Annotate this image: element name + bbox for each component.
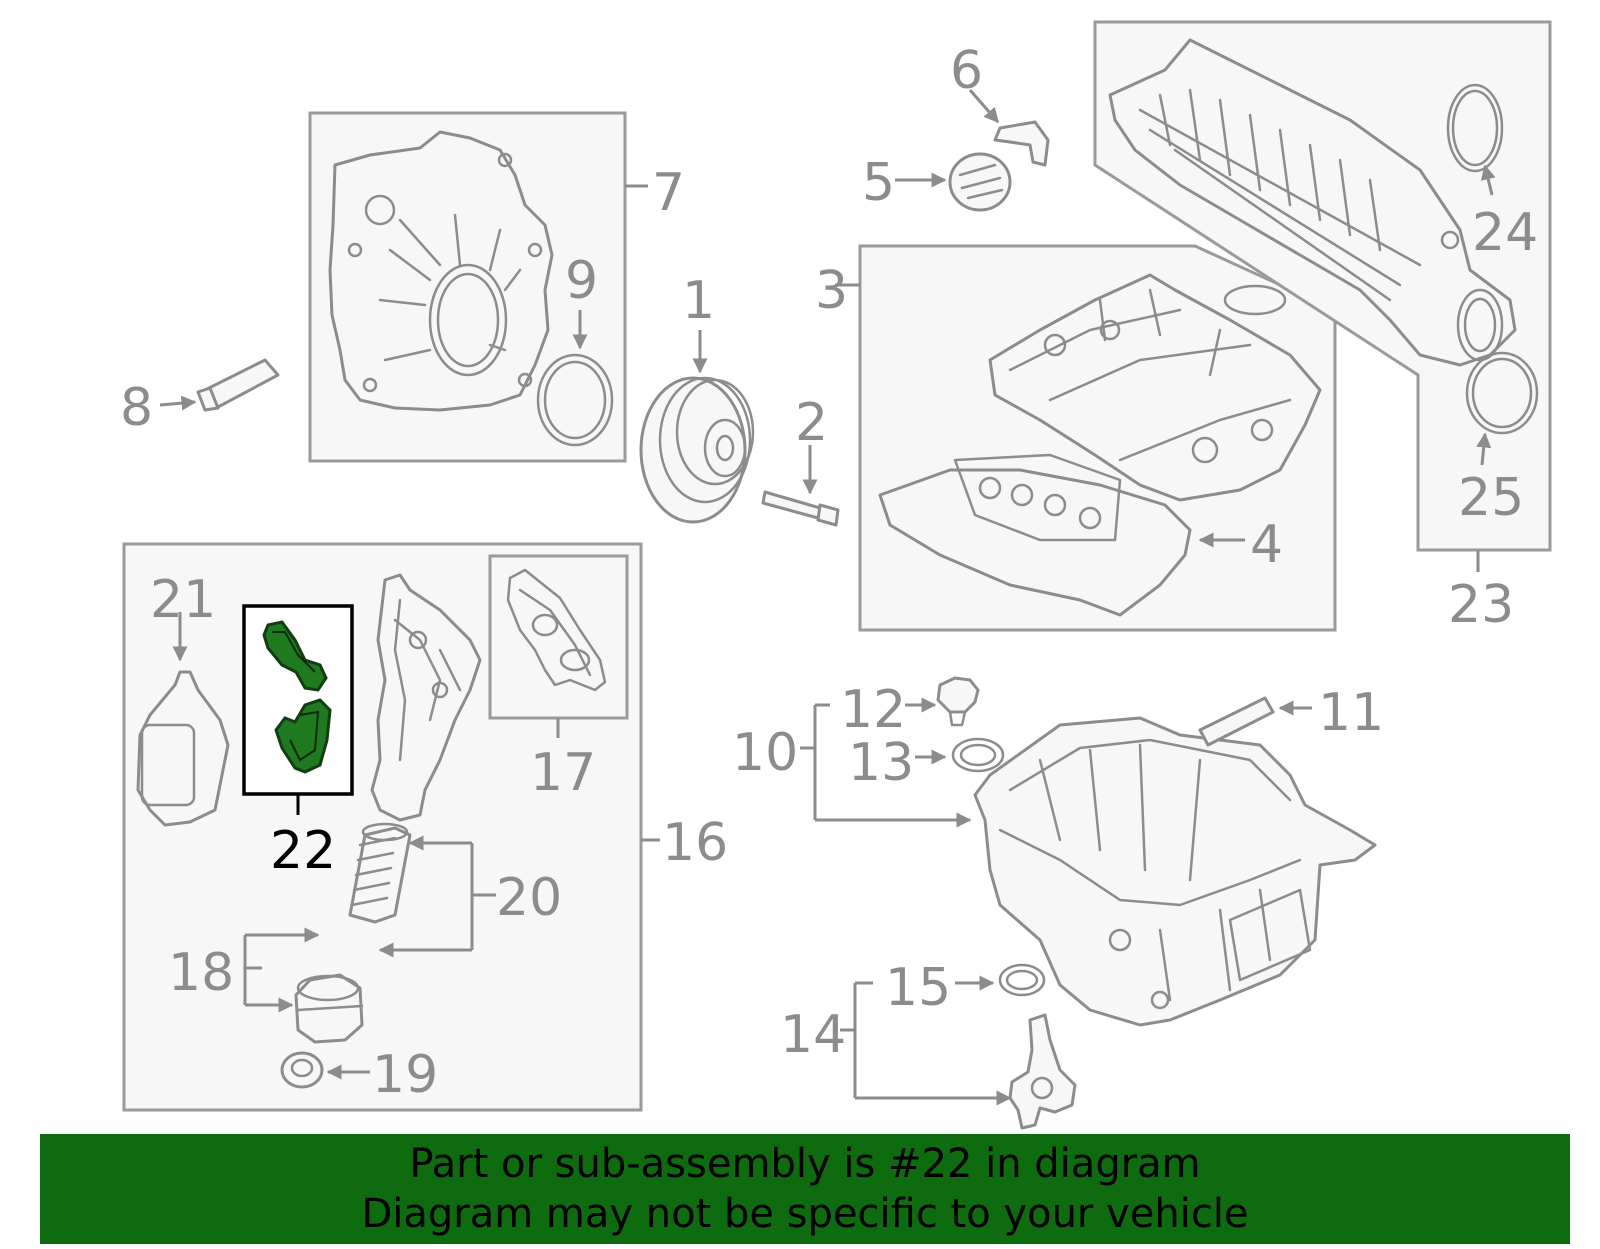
callout-22: 22: [270, 821, 336, 881]
callout-13: 13: [848, 733, 914, 793]
callout-10: 10: [732, 723, 798, 783]
drain-plug-19: [280, 1051, 324, 1089]
washer-13: [951, 737, 1005, 773]
gasket-17-box: [488, 554, 629, 720]
callout-16: 16: [662, 813, 728, 873]
callout-9: 9: [565, 251, 598, 311]
oil-cooler-21: [136, 670, 230, 827]
gasket-4: [878, 468, 1192, 617]
callout-3: 3: [815, 261, 848, 321]
seal-ring-9: [536, 310, 614, 447]
oil-pan-part: [973, 716, 1377, 1027]
sensor-11: [1198, 696, 1275, 747]
valve-cover-group: [835, 244, 1337, 632]
crank-pulley-1: [639, 330, 755, 524]
callout-25: 25: [1458, 468, 1524, 528]
gasket-22-upper: [262, 620, 328, 692]
callout-24: 24: [1472, 203, 1538, 263]
callout-12: 12: [840, 680, 906, 740]
callout-11: 11: [1318, 683, 1384, 743]
callout-5: 5: [862, 153, 895, 213]
callout-15: 15: [885, 958, 951, 1018]
oil-pan-group: [800, 676, 1377, 1130]
intake-manifold-part: [1108, 38, 1517, 367]
info-banner: Part or sub-assembly is #22 in diagram D…: [40, 1134, 1570, 1244]
callout-1: 1: [682, 271, 715, 331]
callout-2: 2: [795, 393, 828, 453]
intake-manifold-group: [1093, 20, 1552, 572]
oil-filter-housing-group: [122, 542, 660, 1112]
oil-level-sensor-14: [1008, 1013, 1077, 1130]
callout-18: 18: [168, 943, 234, 1003]
callout-17: 17: [530, 743, 596, 803]
valve-cover-part: [988, 273, 1322, 502]
bolt-2: [761, 445, 840, 527]
callout-6: 6: [950, 41, 983, 101]
washer-15: [998, 963, 1046, 997]
callout-8: 8: [120, 378, 153, 438]
callout-21: 21: [150, 570, 216, 630]
callout-20: 20: [496, 868, 562, 928]
gasket-22-lower: [274, 698, 332, 774]
gasket-17: [506, 568, 607, 692]
timing-cover-part: [328, 130, 554, 412]
banner-line-2: Diagram may not be specific to your vehi…: [361, 1191, 1249, 1237]
callout-14: 14: [780, 1005, 846, 1065]
callout-4: 4: [1250, 515, 1283, 575]
callout-19: 19: [372, 1045, 438, 1105]
highlighted-part-22-group: [242, 604, 354, 815]
bracket-6: [968, 89, 1050, 167]
banner-line-1: Part or sub-assembly is #22 in diagram: [409, 1141, 1201, 1187]
sealant-tube-8: [159, 358, 280, 412]
oil-cap-5: [895, 152, 1012, 212]
callout-23: 23: [1448, 575, 1514, 635]
oil-filter-element-20: [348, 826, 412, 924]
callout-7: 7: [652, 163, 685, 223]
timing-cover-group: [308, 111, 648, 463]
drain-bolt-12: [936, 676, 980, 714]
